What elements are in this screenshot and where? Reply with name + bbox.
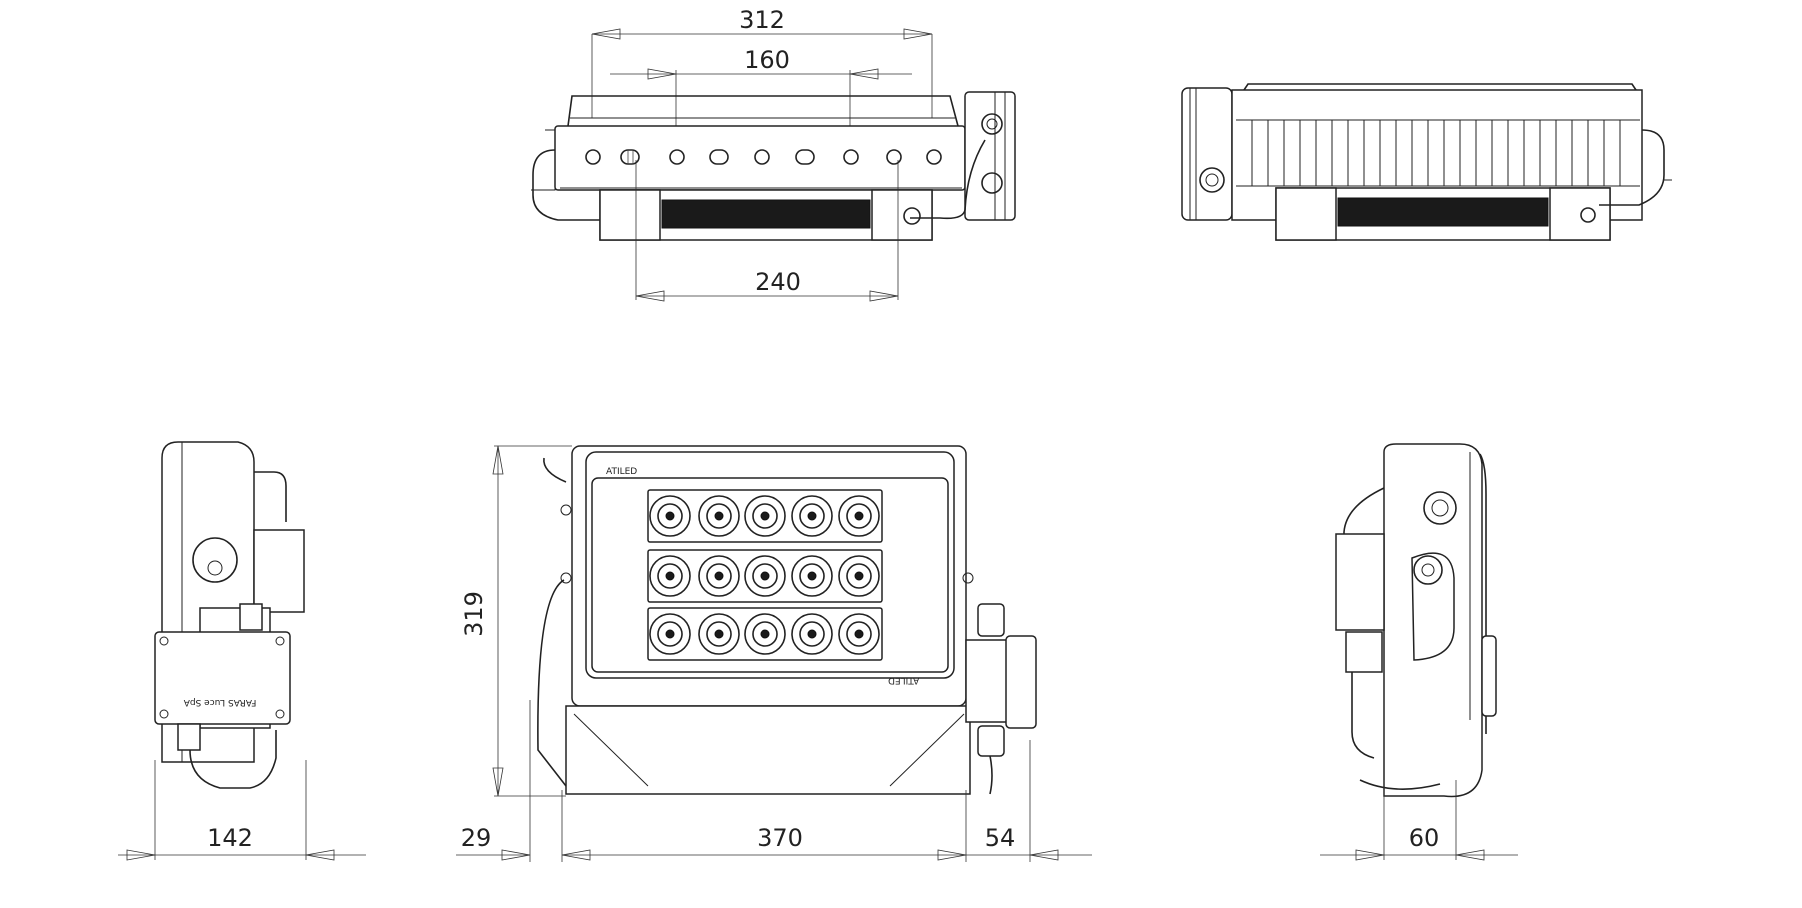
dimension-312: 312	[591, 6, 933, 118]
dimension-319: 319	[460, 445, 572, 797]
dimension-240: 240	[635, 160, 899, 302]
right-side-view: 60	[1320, 443, 1518, 861]
brand-top-label: ATILED	[606, 467, 637, 477]
led-modules	[647, 489, 883, 661]
dim-29-label: 29	[461, 824, 492, 852]
dim-142-label: 142	[207, 824, 253, 852]
front-view: 319 ATILED ATILED	[456, 445, 1092, 862]
dim-54-label: 54	[985, 824, 1016, 852]
dimension-54: 54	[966, 740, 1092, 862]
dimension-60: 60	[1320, 780, 1518, 861]
mounting-holes	[585, 149, 942, 165]
heat-sink-fins	[1251, 120, 1621, 186]
top-view: 312 160	[531, 6, 1016, 302]
dim-319-label: 319	[460, 591, 488, 637]
left-side-view: FARAS Luce SpA 142	[118, 441, 366, 861]
dim-312-label: 312	[739, 6, 785, 34]
dim-160-label: 160	[744, 46, 790, 74]
dimension-370: 370	[561, 790, 967, 862]
brand-bottom-label: ATILED	[888, 675, 919, 685]
junction-box-label: FARAS Luce SpA	[183, 697, 256, 707]
dim-60-label: 60	[1409, 824, 1440, 852]
dimension-29: 29	[456, 700, 531, 862]
dim-240-label: 240	[755, 268, 801, 296]
dim-370-label: 370	[757, 824, 803, 852]
rear-view	[1181, 83, 1672, 241]
dimension-142: 142	[118, 760, 366, 861]
